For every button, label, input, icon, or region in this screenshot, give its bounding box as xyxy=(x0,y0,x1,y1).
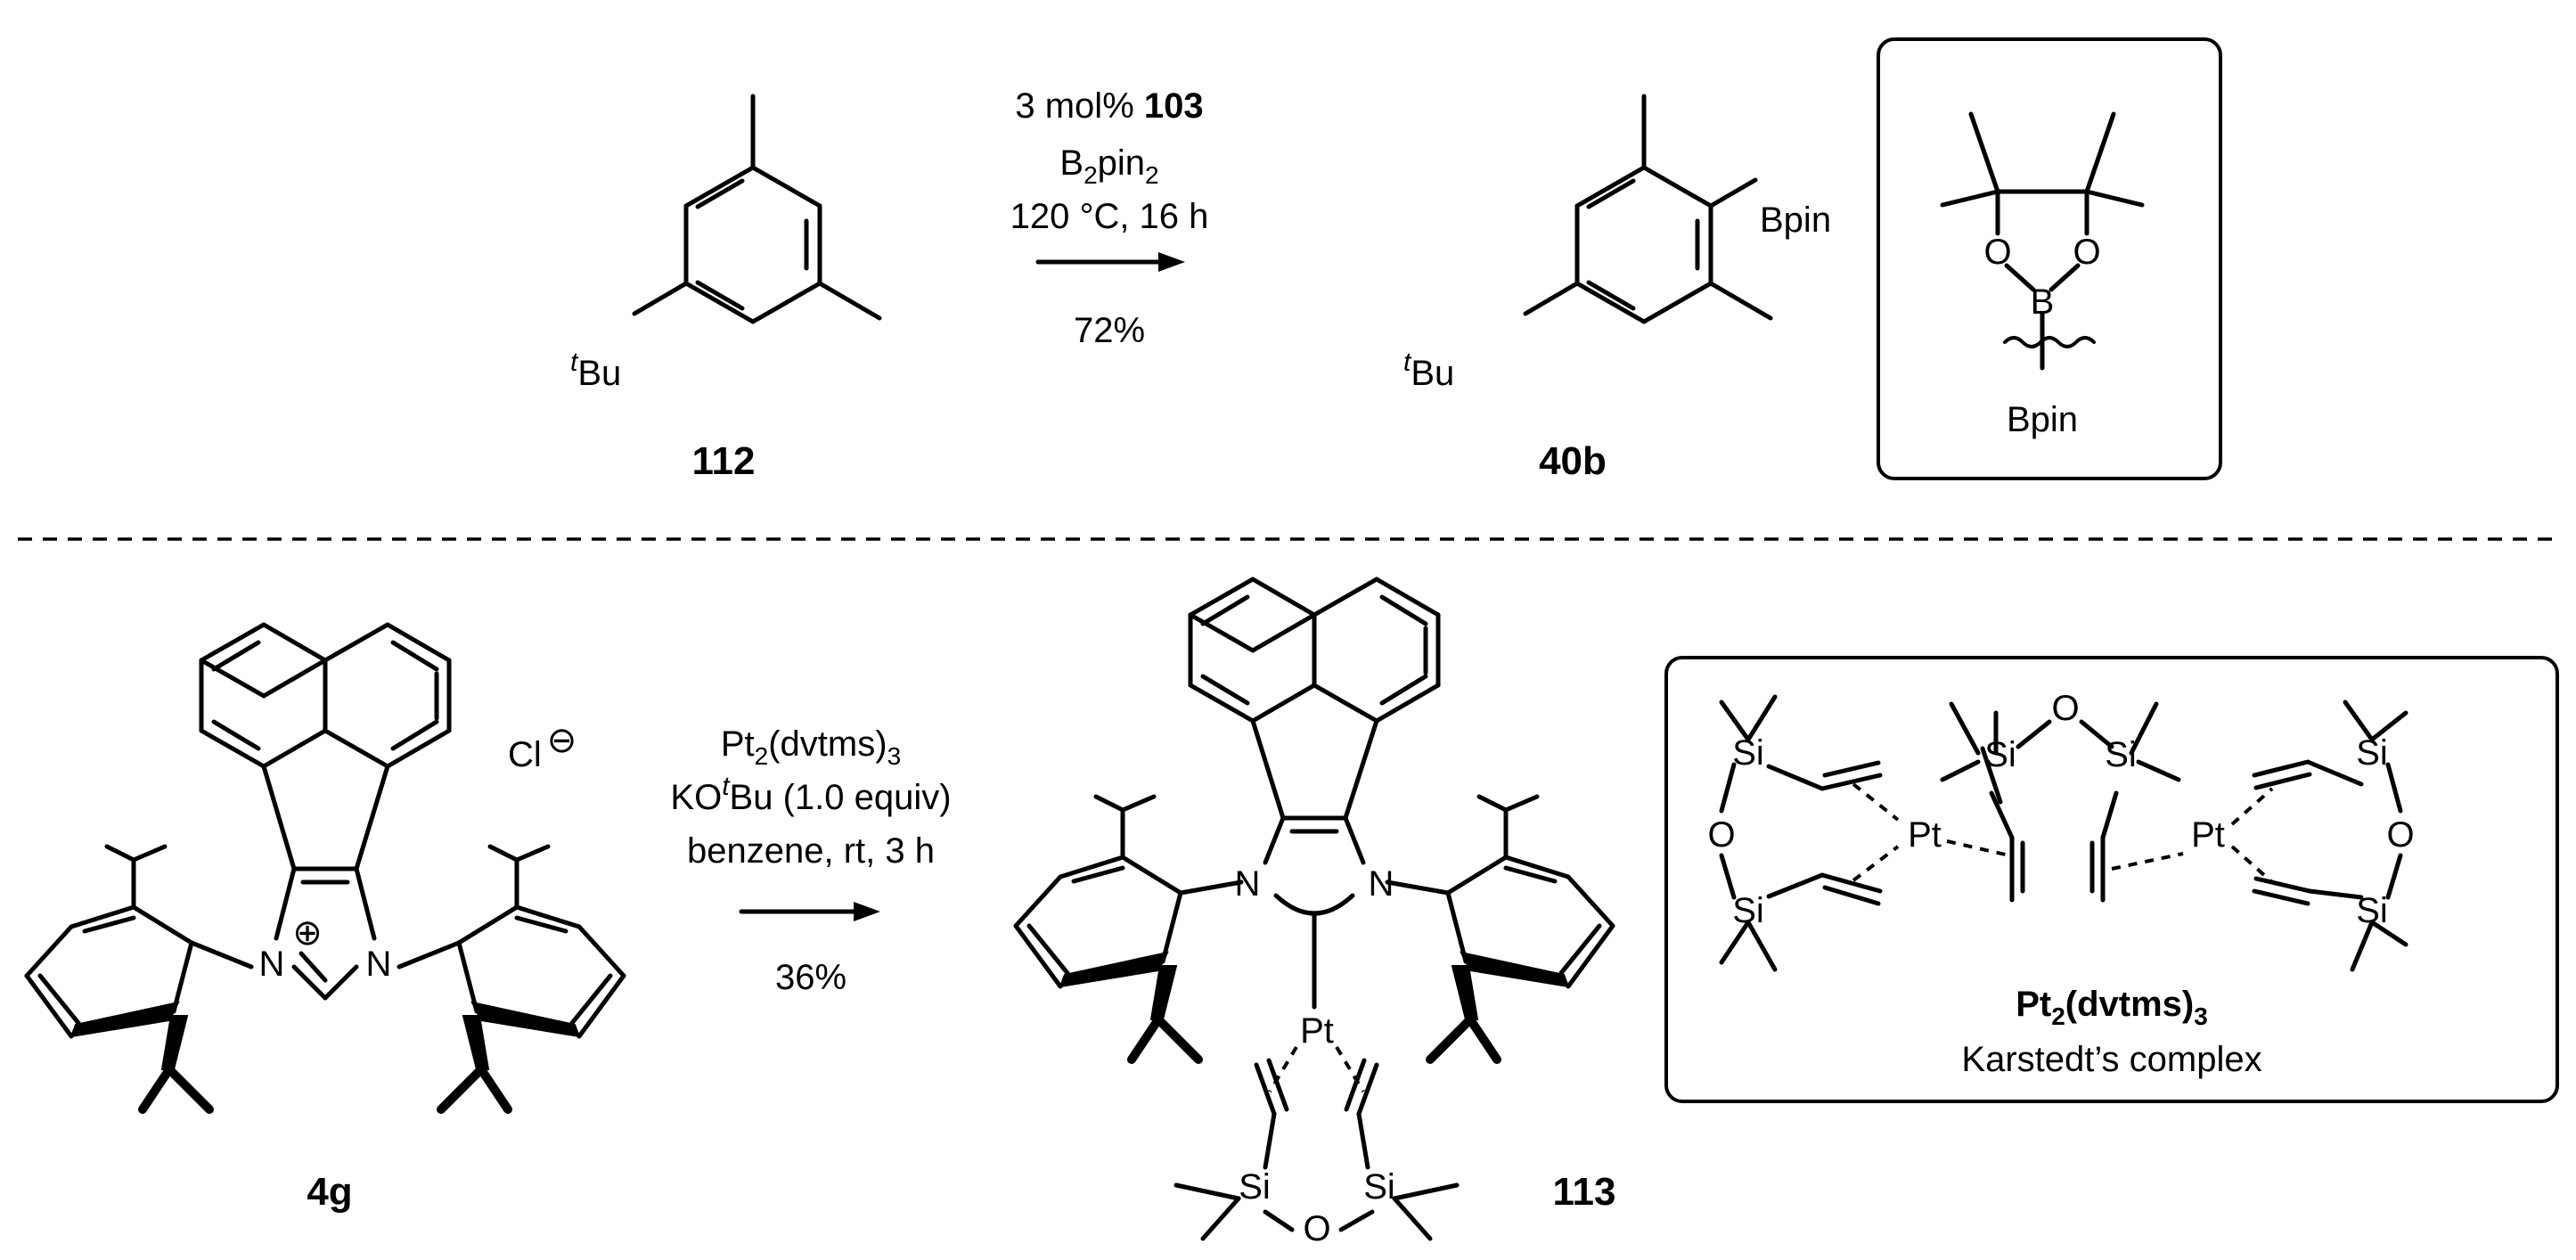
compound-4g-n-right: N xyxy=(366,945,392,984)
compound-40b-label: 40b xyxy=(1539,439,1607,483)
compound-112-tbu-label: tBu xyxy=(570,348,621,393)
compound-112-structure xyxy=(632,94,882,324)
karstedt-o-1: O xyxy=(1707,815,1735,855)
karstedt-si-5: Si xyxy=(2356,733,2388,773)
karstedt-structure xyxy=(1719,694,2408,972)
compound-4g-label: 4g xyxy=(307,1170,352,1214)
karstedt-si-1: Si xyxy=(1732,733,1764,773)
bpin-structure xyxy=(1940,111,2145,371)
compound-4g-cation-charge: ⊕ xyxy=(292,913,323,953)
bpin-caption: Bpin xyxy=(2007,400,2078,439)
top-yield-text: 72% xyxy=(1074,311,1145,350)
compound-113-label: 113 xyxy=(1553,1170,1616,1214)
compound-40b-tbu-label: tBu xyxy=(1403,348,1454,393)
top-reaction-arrow xyxy=(1035,252,1185,272)
compound-40b-bpin-label: Bpin xyxy=(1760,200,1831,240)
bpin-oxygen-right: O xyxy=(2073,233,2100,272)
b2pin2-reagent-text: B2pin2 xyxy=(1059,143,1158,189)
karstedt-si-6: Si xyxy=(2356,891,2388,930)
compound-113-pt: Pt xyxy=(1300,1011,1334,1051)
karstedt-pt-2: Pt xyxy=(2191,815,2225,855)
karstedt-o-2: O xyxy=(2051,689,2079,728)
karstedt-si-3: Si xyxy=(1984,735,2016,774)
top-conditions-text: 120 °C, 16 h xyxy=(1010,197,1209,236)
compound-113-n-left: N xyxy=(1235,864,1261,904)
compound-4g-n-left: N xyxy=(259,945,285,984)
karstedt-structure-box xyxy=(1664,656,2559,1103)
bottom-conditions-text: benzene, rt, 3 h xyxy=(687,831,935,871)
compound-113-n-right: N xyxy=(1369,864,1394,904)
karstedt-subtitle: Karstedt’s complex xyxy=(1961,1040,2261,1079)
bottom-yield-text: 36% xyxy=(775,958,846,997)
karstedt-pt-1: Pt xyxy=(1908,815,1942,855)
compound-113-structure xyxy=(1013,577,1615,1241)
bpin-structure-box xyxy=(1877,37,2222,480)
compound-40b-structure xyxy=(1523,94,1773,324)
bpin-boron: B xyxy=(2031,282,2055,322)
karstedt-o-3: O xyxy=(2386,815,2414,855)
catalyst-loading-text: 3 mol% 103 xyxy=(1015,86,1203,126)
karstedt-title: Pt2(dvtms)3 xyxy=(2016,985,2208,1030)
bottom-reaction-arrow xyxy=(739,902,880,921)
pt-catalyst-text: Pt2(dvtms)3 xyxy=(721,724,901,770)
compound-4g-counterion: Cl⊖ xyxy=(508,721,577,774)
karstedt-si-2: Si xyxy=(1732,891,1764,930)
karstedt-si-4: Si xyxy=(2105,735,2137,774)
compound-112-label: 112 xyxy=(692,439,756,483)
compound-113-si-left: Si xyxy=(1239,1167,1271,1207)
base-reagent-text: KOtBu (1.0 equiv) xyxy=(670,772,951,817)
compound-4g-structure xyxy=(24,622,626,1114)
compound-113-si-right: Si xyxy=(1363,1167,1395,1207)
compound-113-o: O xyxy=(1303,1209,1330,1248)
bpin-oxygen-left: O xyxy=(1983,233,2011,272)
